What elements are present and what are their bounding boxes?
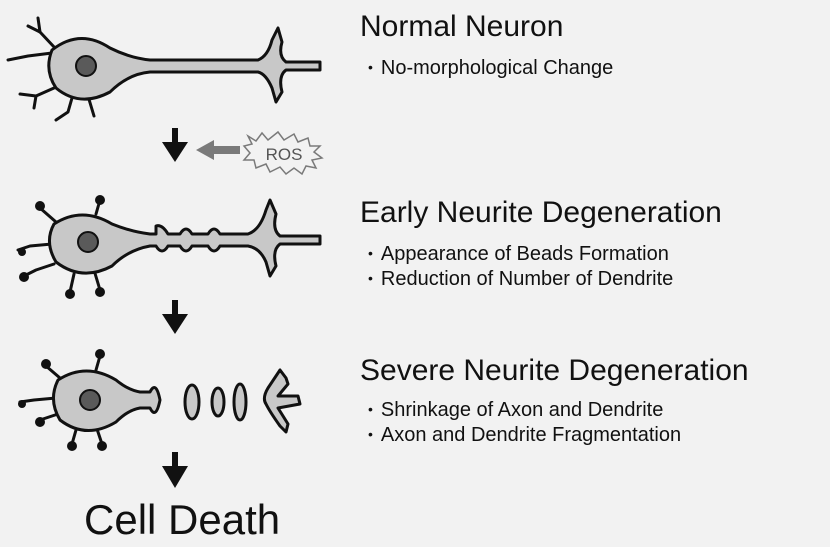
dendrite-fragment (264, 370, 300, 432)
axon-fragment (185, 385, 199, 419)
ros-arrow (196, 140, 240, 160)
stage-2-bullets: Appearance of Beads Formation Reduction … (368, 242, 673, 292)
ros-label: ROS (266, 145, 303, 164)
nucleus (78, 232, 98, 252)
stage-2-title: Early Neurite Degeneration (360, 196, 722, 230)
ros-starburst: ROS (244, 132, 322, 174)
neuron-normal (8, 18, 320, 120)
stage-1-bullet: No-morphological Change (368, 56, 613, 81)
nucleus (76, 56, 96, 76)
stage-3-title: Severe Neurite Degeneration (360, 354, 749, 388)
neuron-severe-degeneration (18, 349, 300, 451)
stage-1-bullets: No-morphological Change (368, 56, 613, 81)
axon-fragment (212, 388, 224, 416)
down-arrow-3 (162, 452, 188, 488)
neuron-early-degeneration (18, 195, 320, 299)
stage-1-title: Normal Neuron (360, 10, 563, 44)
axon-fragment (234, 384, 246, 420)
nucleus (80, 390, 100, 410)
stage-2-bullet: Appearance of Beads Formation (368, 242, 673, 267)
down-arrow-1 (162, 128, 188, 162)
stage-3-bullet: Shrinkage of Axon and Dendrite (368, 398, 681, 423)
soma-axon (53, 371, 160, 431)
stage-3-bullets: Shrinkage of Axon and Dendrite Axon and … (368, 398, 681, 448)
stage-3-bullet: Axon and Dendrite Fragmentation (368, 423, 681, 448)
down-arrow-2 (162, 300, 188, 334)
stage-2-bullet: Reduction of Number of Dendrite (368, 267, 673, 292)
cell-death-label: Cell Death (84, 496, 280, 544)
